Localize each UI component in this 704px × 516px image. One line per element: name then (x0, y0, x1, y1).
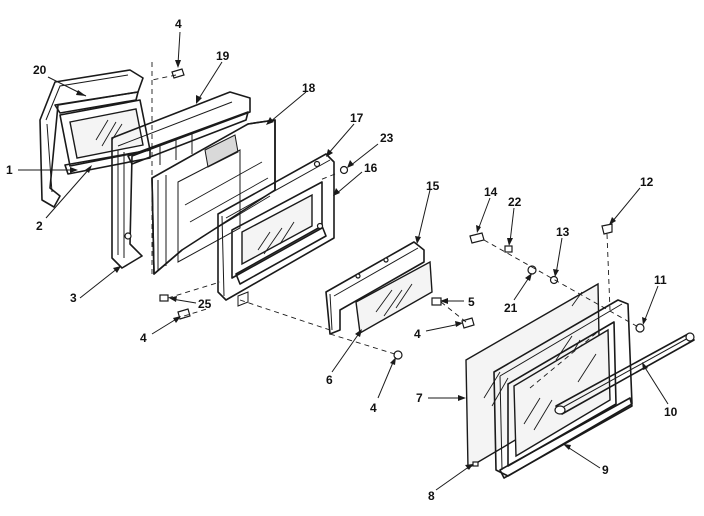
callout-labels: 20 4 19 18 17 23 16 1 2 3 25 4 15 5 4 6 … (6, 17, 678, 503)
callout-10: 10 (664, 405, 678, 419)
callout-4-mid: 4 (414, 327, 421, 341)
part-19-door-liner (111, 91, 251, 269)
part-17-inner-door-panel (217, 153, 335, 307)
callout-7: 7 (416, 391, 423, 405)
callout-4-top: 4 (175, 17, 182, 31)
callout-25: 25 (198, 297, 212, 311)
callout-3: 3 (70, 291, 77, 305)
callout-20: 20 (33, 63, 47, 77)
callout-4-lower-left: 4 (140, 331, 147, 345)
callout-13: 13 (556, 225, 570, 239)
callout-8: 8 (428, 489, 435, 503)
part-15-window-pack-frame (325, 241, 425, 335)
callout-5: 5 (468, 295, 475, 309)
callout-21: 21 (504, 301, 518, 315)
callout-1: 1 (6, 163, 13, 177)
callout-23: 23 (380, 131, 394, 145)
part-18-insulation-box (151, 119, 276, 275)
fasteners (159, 68, 645, 467)
part-6-inner-glass (355, 260, 433, 335)
callout-14: 14 (484, 185, 498, 199)
callout-18: 18 (302, 81, 316, 95)
assembly-lines (151, 62, 641, 389)
callout-9: 9 (602, 463, 609, 477)
callout-2: 2 (36, 219, 43, 233)
callout-12: 12 (640, 175, 654, 189)
callout-4-bottom: 4 (370, 401, 377, 415)
callout-6: 6 (326, 373, 333, 387)
callout-16: 16 (364, 161, 378, 175)
part-9-outer-door-frame (493, 299, 633, 479)
callout-17: 17 (350, 111, 364, 125)
callout-11: 11 (654, 273, 667, 287)
callout-15: 15 (426, 179, 440, 193)
part-10-handle-bar (554, 332, 695, 415)
callout-19: 19 (216, 49, 230, 63)
leader-lines (18, 31, 669, 491)
callout-22: 22 (508, 195, 522, 209)
